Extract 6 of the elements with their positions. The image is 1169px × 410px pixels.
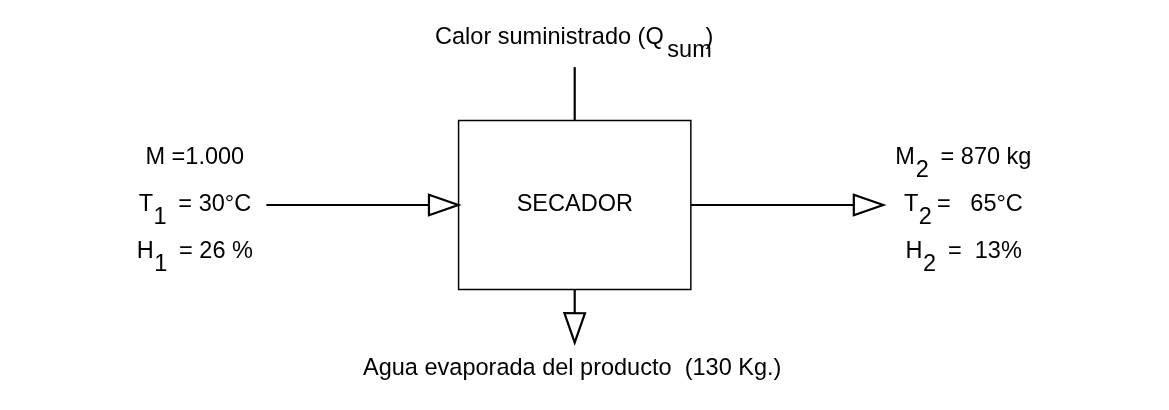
arrow	[562, 289, 587, 346]
connector	[573, 67, 576, 121]
arrow	[690, 193, 887, 217]
node-box: SECADOR	[457, 119, 692, 291]
arrow	[265, 193, 462, 217]
node-text: Agua evaporada del producto (130 Kg.)	[362, 354, 781, 381]
